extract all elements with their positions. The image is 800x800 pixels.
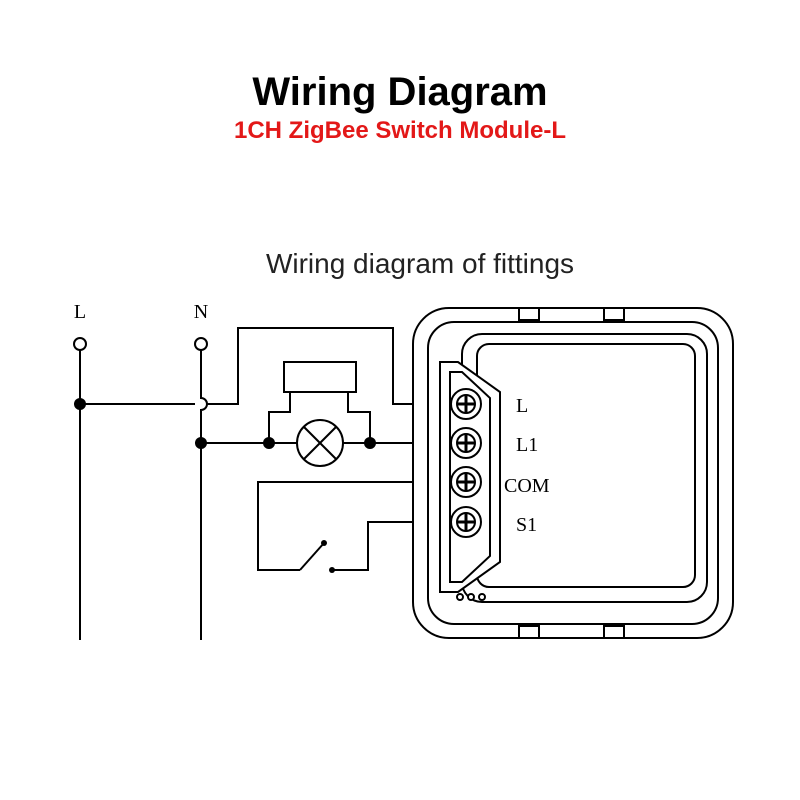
fittings-caption: Wiring diagram of fittings bbox=[265, 248, 575, 279]
neutral-supply-label: N bbox=[194, 301, 208, 323]
neutral-supply-terminal bbox=[194, 337, 208, 351]
neutral-junction-dot bbox=[195, 437, 207, 449]
terminal-label: COM bbox=[504, 475, 550, 497]
switch-contact-dot bbox=[329, 567, 335, 573]
lamp-cover bbox=[283, 361, 357, 393]
line-junction-dot bbox=[74, 398, 86, 410]
lamp-junction-dot bbox=[364, 437, 376, 449]
screw-icon bbox=[450, 466, 482, 498]
screw-icon bbox=[450, 388, 482, 420]
terminal-block bbox=[450, 388, 482, 538]
diagram-subtitle: 1CH ZigBee Switch Module-L bbox=[233, 117, 566, 144]
lamp-branch-wire bbox=[268, 392, 371, 443]
switch-contact-dot bbox=[321, 540, 327, 546]
com-wire bbox=[257, 481, 452, 571]
wall-switch-lever bbox=[299, 542, 325, 571]
neutral-wire bbox=[200, 350, 208, 640]
terminal-label: S1 bbox=[516, 514, 537, 536]
line-supply-label: L bbox=[74, 301, 86, 323]
terminal-label: L bbox=[516, 395, 528, 417]
diagram-title: Wiring Diagram bbox=[252, 70, 548, 114]
line-supply-terminal bbox=[73, 337, 87, 351]
switch-module bbox=[412, 307, 734, 639]
screw-icon bbox=[450, 427, 482, 459]
s1-wire bbox=[332, 521, 452, 571]
lamp-junction-dot bbox=[263, 437, 275, 449]
terminal-label: L1 bbox=[516, 434, 538, 456]
line-to-module-wire bbox=[80, 327, 452, 405]
screw-icon bbox=[450, 506, 482, 538]
